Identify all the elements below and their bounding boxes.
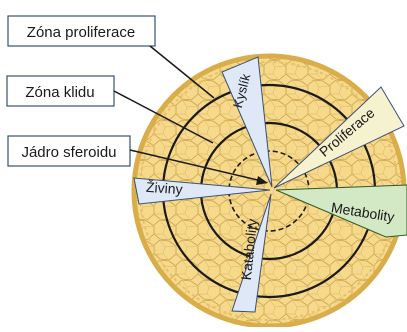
callout-label: Zóna proliferace [27, 24, 135, 41]
callout-label: Zóna klidu [25, 84, 94, 101]
callout-label: Jádro sferoidu [21, 144, 116, 161]
wedge-label-nutrients: Živiny [146, 179, 184, 198]
